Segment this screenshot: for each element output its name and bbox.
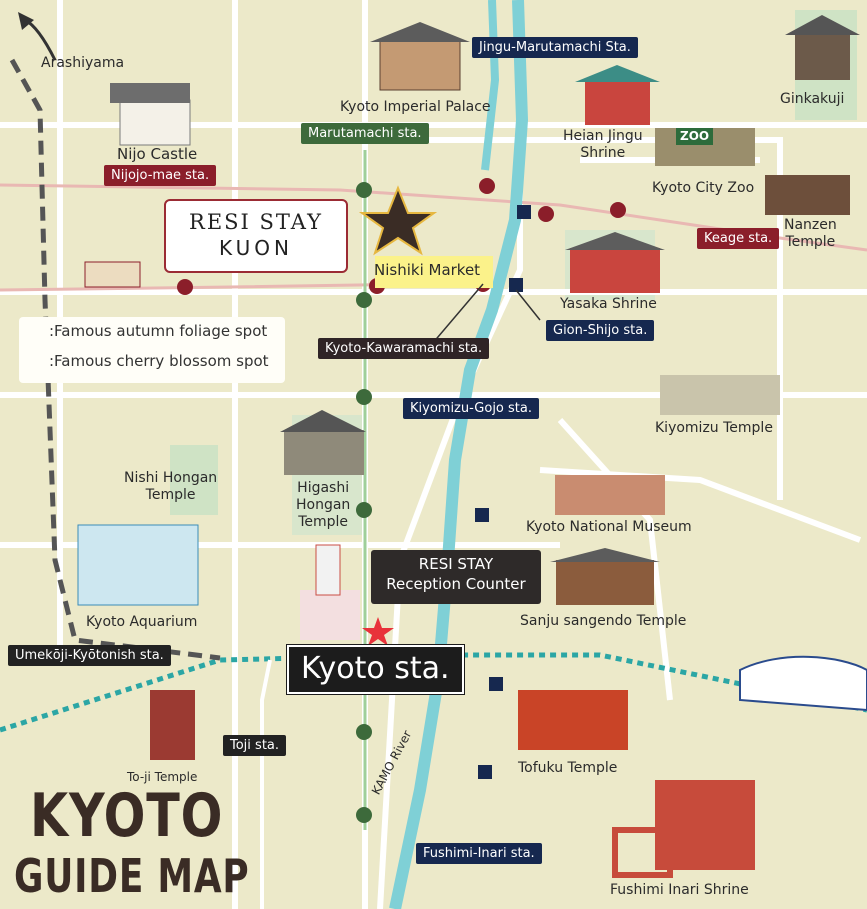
station-kiyomizu-gojo: Kiyomizu-Gojo sta. [403,398,539,419]
station-toji: Toji sta. [223,735,287,756]
star-icon [362,617,394,646]
reception-counter: RESI STAY Reception Counter [371,550,541,604]
map-title-line2: GUIDE MAP [14,849,250,903]
river-branch [481,0,500,171]
label-tofuku: Tofuku Temple [518,760,618,776]
label-aquarium: Kyoto Aquarium [86,614,198,630]
reception-line2: Reception Counter [386,575,526,593]
label-yasaka: Yasaka Shrine [560,296,657,312]
label-nanzen: Nanzen Temple [784,217,837,250]
jr-sagano-line [9,58,221,661]
station-nijojo-mae: Nijojo-mae sta. [104,165,217,186]
green-stations [356,182,372,823]
legend-autumn: :Famous autumn foliage spot [49,322,268,340]
label-nishi-hongan: Nishi Hongan Temple [124,470,218,503]
legend-cherry: :Famous cherry blossom spot [49,352,269,370]
brand-star-icon [358,185,438,256]
building-icons [77,15,867,878]
keihan-stations [475,205,531,779]
label-kiyomizu: Kiyomizu Temple [655,420,773,436]
nishiki-band [375,256,493,288]
shinkansen-icon [739,655,867,712]
label-national-museum: Kyoto National Museum [526,519,692,535]
map-title-line1: KYOTO [30,781,224,851]
station-jingu-marutamachi: Jingu-Marutamachi Sta. [472,37,638,58]
label-arashiyama: Arashiyama [41,55,125,71]
station-umekoji: Umekōji-Kyōtonish sta. [8,645,171,666]
legend: :Famous autumn foliage spot :Famous cher… [19,317,285,383]
label-city-zoo: Kyoto City Zoo [652,180,755,196]
station-kyoto: Kyoto sta. [287,645,464,694]
label-ginkakuji: Ginkakuji [780,91,845,107]
label-toji-temple: To-ji Temple [127,770,198,784]
station-marutamachi: Marutamachi sta. [301,123,429,144]
label-heian-jingu: Heian Jingu Shrine [563,128,643,161]
label-higashi-hongan: Higashi Hongan Temple [296,480,351,530]
brand-sub: KUON [219,236,293,260]
station-gion-shijo: Gion-Shijo sta. [546,320,655,341]
station-keage: Keage sta. [697,228,780,249]
label-imperial-palace: Kyoto Imperial Palace [340,99,491,115]
reception-line1: RESI STAY [418,555,494,573]
arrow-icon [24,18,57,61]
resi-stay-brand: RESI STAY KUON [164,199,348,273]
label-fushimi-shrine: Fushimi Inari Shrine [610,882,749,898]
brand-name: RESI STAY [189,210,323,234]
zoo-sign: ZOO [676,128,714,145]
label-sanju: Sanju sangendo Temple [520,613,687,629]
park [170,445,218,515]
label-nijo-castle: Nijo Castle [117,145,198,163]
station-kawaramachi: Kyoto-Kawaramachi sta. [318,338,490,359]
station-fushimi-inari: Fushimi-Inari sta. [416,843,542,864]
label-nishiki: Nishiki Market [374,261,481,279]
